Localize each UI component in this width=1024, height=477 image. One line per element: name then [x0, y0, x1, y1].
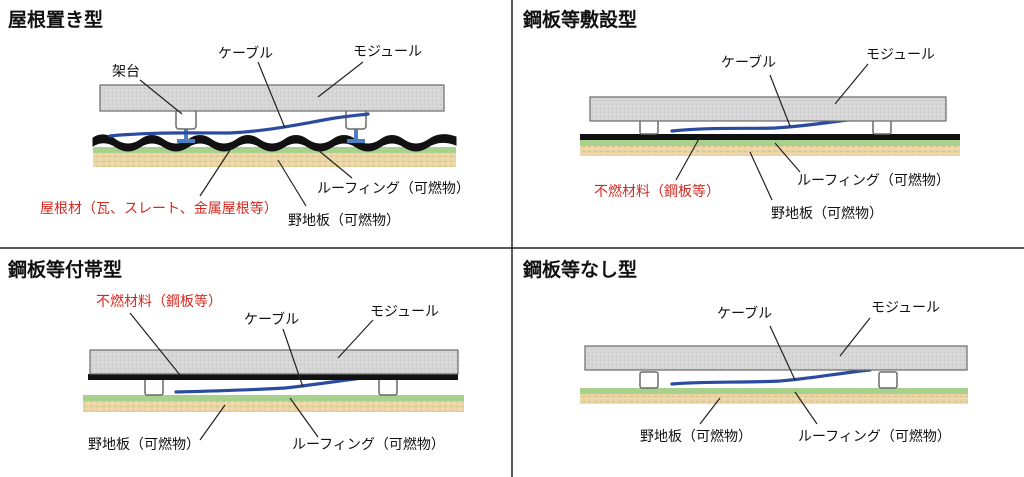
panel-title-steel-band: 鋼板等付帯型: [7, 258, 122, 281]
leader-line: [129, 312, 181, 376]
pv-module: [589, 96, 947, 122]
pv-module: [99, 84, 445, 112]
stand-bracket: [345, 109, 367, 130]
panel-title-steel-full: 鋼板等敷設型: [522, 8, 637, 31]
label-cable: ケーブル: [721, 54, 776, 71]
leader-line: [317, 61, 364, 98]
module-bracket: [878, 371, 898, 389]
label-module: モジュール: [370, 304, 439, 320]
panel-no-steel: 鋼板等なし型 ケーブル モジュール 野地板（可燃物） ルーフィング（可燃物）: [522, 258, 968, 445]
label-cable: ケーブル: [218, 45, 273, 62]
label-sheathing: 野地板（可燃物）: [88, 436, 200, 453]
panel-title-roof-mount: 屋根置き型: [8, 8, 103, 31]
label-cable: ケーブル: [244, 311, 299, 328]
roof-tiles: [92, 134, 457, 152]
leader-line: [277, 159, 307, 207]
leader-line: [199, 404, 226, 441]
label-cable: ケーブル: [717, 305, 772, 322]
leader-line: [839, 317, 871, 357]
cable-line: [108, 112, 370, 138]
leader-line: [699, 397, 721, 425]
panel-roof-mount: 屋根置き型 架台 ケーブル モジュール ルーフィング（可燃物） 屋根材（瓦、スレ…: [8, 8, 470, 229]
steel-band: [88, 374, 458, 380]
stand-foot: [347, 139, 365, 143]
cable-line: [670, 368, 872, 386]
panel-steel-band: 鋼板等付帯型 不燃材料（鋼板等） ケーブル モジュール 野地板（可燃物） ルーフ…: [7, 258, 464, 453]
label-roofing: ルーフィング（可燃物）: [292, 436, 445, 453]
roofing-layer: [580, 140, 960, 146]
label-roofing: ルーフィング（可燃物）: [797, 172, 950, 189]
leader-line: [749, 151, 773, 201]
leader-line: [774, 142, 801, 173]
steel-sheet: [580, 134, 960, 140]
stand-bracket: [175, 109, 197, 130]
stand-foot: [177, 139, 195, 143]
leader-line: [794, 391, 818, 425]
label-roofing: ルーフィング（可燃物）: [798, 428, 951, 445]
label-module: モジュール: [866, 47, 935, 63]
pv-module: [584, 345, 968, 371]
panel-steel-full: 鋼板等敷設型 ケーブル モジュール 不燃材料（鋼板等） ルーフィング（可燃物） …: [522, 8, 960, 222]
label-roofing: ルーフィング（可燃物）: [317, 180, 470, 197]
sheathing-board: [93, 152, 456, 167]
label-module: モジュール: [871, 300, 940, 316]
stand-post: [354, 128, 358, 140]
label-sheathing: 野地板（可燃物）: [288, 212, 400, 229]
label-noncombustible: 不燃材料（鋼板等）: [96, 293, 222, 310]
pv-module: [89, 349, 459, 375]
sheathing-board: [580, 394, 968, 404]
leader-line: [317, 149, 353, 179]
module-bracket: [144, 378, 164, 396]
sheathing-board: [580, 146, 960, 156]
label-module: モジュール: [353, 44, 422, 60]
sheathing-board: [83, 401, 464, 412]
panel-title-no-steel: 鋼板等なし型: [522, 258, 637, 281]
label-roof-material: 屋根材（瓦、スレート、金属屋根等）: [40, 200, 278, 217]
leader-line: [769, 325, 796, 381]
leader-line: [834, 63, 869, 105]
module-bracket: [378, 378, 398, 396]
leader-line: [199, 146, 233, 197]
roofing-layer: [83, 395, 464, 401]
label-sheathing: 野地板（可燃物）: [640, 428, 752, 445]
leader-line: [769, 74, 791, 127]
leader-line: [139, 79, 183, 115]
leader-line: [282, 328, 304, 388]
leader-line: [675, 136, 701, 181]
label-noncombustible: 不燃材料（鋼板等）: [594, 183, 720, 200]
leader-line: [337, 319, 374, 359]
cable-line: [174, 375, 372, 394]
leader-line: [257, 61, 286, 129]
label-sheathing: 野地板（可燃物）: [771, 205, 883, 222]
roofing-layer: [580, 388, 968, 394]
label-stand: 架台: [112, 64, 140, 80]
module-bracket: [639, 371, 659, 389]
leader-line: [289, 397, 319, 438]
